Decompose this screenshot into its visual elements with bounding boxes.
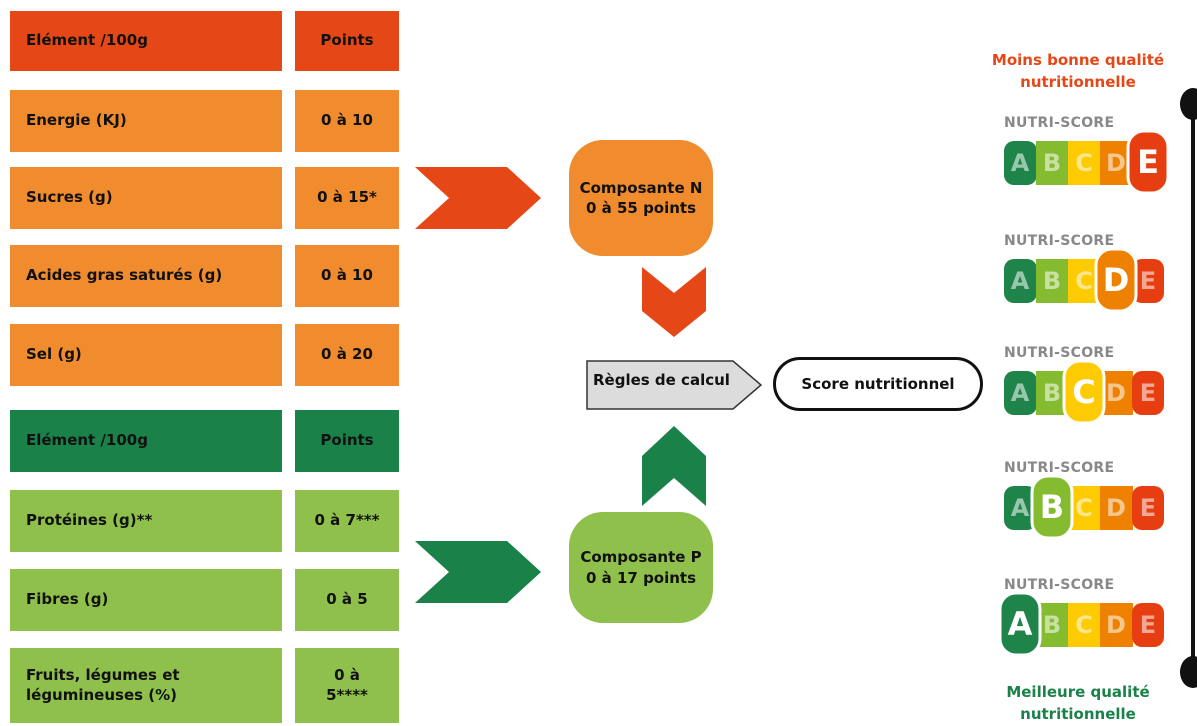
nutriscore-segment-a [1004,486,1037,530]
composante-p-points: 0 à 17 points [585,568,697,587]
regles-arrow-shape [586,360,763,410]
regles-de-calcul: Règles de calcul [593,371,730,389]
nutriscore-segment-d [1100,603,1133,647]
nutriscore-segment-e [1132,371,1164,415]
nutriscore-selected-letter: A [1008,605,1033,643]
row-proteines: Protéines (g)** [10,490,282,552]
nutriscore-title: NUTRI-SCORE [1004,577,1115,593]
row-fruits-legumes-points-line1: 0 à [334,666,360,684]
composante-n-box: Composante N 0 à 55 points [569,140,713,256]
row-sel: Sel (g) [10,324,282,386]
composante-p-box: Composante P 0 à 17 points [569,512,713,623]
nutriscore-letter-c: C [1075,611,1093,639]
nutriscore-segment-a [1004,259,1037,303]
nutriscore-title: NUTRI-SCORE [1004,345,1115,361]
nutriscore-letter-b: B [1043,611,1061,639]
scale-bar-top-cap [1180,88,1197,120]
row-fruits-legumes-line1: Fruits, légumes et [26,666,180,684]
nutriscore-segment-e [1132,603,1164,647]
negative-header-points: Points [295,11,399,71]
quality-top-line2: nutritionnelle [1020,72,1136,91]
score-nutritionnel: Score nutritionnel [773,357,983,411]
row-energie: Energie (KJ) [10,90,282,152]
nutriscore-letter-d: D [1106,379,1126,407]
row-fruits-legumes-line2: légumineuses (%) [26,685,178,704]
nutriscore-badge-e: ABCDEE [1004,129,1168,195]
nutriscore-letter-b: B [1043,267,1061,295]
nutriscore-letter-c: C [1075,267,1093,295]
row-energie-points: 0 à 10 [295,90,399,152]
nutriscore-selected-a [1000,591,1042,657]
nutriscore-segment-e [1132,486,1164,530]
positive-header-points: Points [295,410,399,472]
nutriscore-letter-e: E [1140,494,1156,522]
nutriscore-selected-letter: C [1072,373,1095,411]
scale-bar [1191,100,1195,685]
nutriscore-selected-e [1126,129,1168,195]
quality-top-line1: Moins bonne qualité [991,51,1165,69]
nutriscore-badge-c: ABCDEC [1004,359,1164,425]
arrow-up-icon [642,426,706,506]
nutriscore-letter-c: C [1075,494,1093,522]
nutriscore-letter-d: D [1106,611,1126,639]
nutriscore-letter-d: D [1106,494,1126,522]
nutriscore-letter-e: E [1140,611,1156,639]
nutriscore-letter-d: D [1106,149,1126,177]
nutriscore-letter-a: A [1011,379,1030,407]
nutriscore-letter-e: E [1140,379,1156,407]
nutriscore-letter-a: A [1011,494,1030,522]
row-sucres-points: 0 à 15* [295,167,399,229]
positive-header-element: Elément /100g [10,410,282,472]
nutriscore-selected-letter: D [1103,261,1130,299]
nutriscore-badge-a: ABCDEA [1000,591,1164,657]
nutriscore-badge-d: ABCDED [1004,247,1164,313]
nutriscore-badge-b: ABCDEB [1004,474,1164,540]
nutriscore-segment-e [1132,259,1164,303]
row-sel-points: 0 à 20 [295,324,399,386]
scale-bar-bottom-cap [1180,656,1197,688]
nutriscore-selected-d [1094,247,1138,313]
nutriscore-letter-b: B [1043,379,1061,407]
nutriscore-selected-b [1030,474,1074,540]
nutriscore-letter-a: A [1011,149,1030,177]
nutriscore-selected-letter: B [1040,488,1064,526]
row-fruits-legumes: Fruits, légumes et légumineuses (%) [10,648,282,723]
arrow-right-negative-icon [415,167,541,229]
nutriscore-segment-d [1100,486,1133,530]
negative-header-element: Elément /100g [10,11,282,71]
nutriscore-letter-e: E [1140,267,1156,295]
nutriscore-segment-c [1068,141,1101,185]
nutriscore-segment-b [1036,141,1069,185]
nutriscore-segment-b [1036,259,1069,303]
nutriscore-title: NUTRI-SCORE [1004,460,1115,476]
row-proteines-points: 0 à 7*** [295,490,399,552]
arrow-down-icon [642,267,706,337]
composante-n-points: 0 à 55 points [585,199,697,217]
nutriscore-letter-c: C [1075,149,1093,177]
row-acides-gras: Acides gras saturés (g) [10,245,282,307]
nutriscore-letter-a: A [1011,267,1030,295]
row-fruits-legumes-points: 0 à 5**** [295,648,399,723]
nutriscore-selected-c [1062,359,1106,425]
quality-bottom-line1: Meilleure qualité [1006,683,1150,701]
nutriscore-title: NUTRI-SCORE [1004,115,1115,131]
row-sucres: Sucres (g) [10,167,282,229]
nutriscore-selected-letter: E [1137,143,1159,181]
row-fibres-points: 0 à 5 [295,569,399,631]
arrow-right-positive-icon [415,541,541,603]
nutriscore-segment-a [1004,371,1037,415]
row-acides-gras-points: 0 à 10 [295,245,399,307]
quality-bottom-line2: nutritionnelle [1020,704,1136,723]
quality-bottom-label: Meilleure qualité nutritionnelle [983,682,1173,726]
quality-top-label: Moins bonne qualité nutritionnelle [983,50,1173,94]
nutriscore-title: NUTRI-SCORE [1004,233,1115,249]
composante-n-title: Composante N [579,178,703,197]
row-fibres: Fibres (g) [10,569,282,631]
composante-p-title: Composante P [580,548,702,567]
nutriscore-letter-b: B [1043,149,1061,177]
row-fruits-legumes-points-line2: 5**** [326,685,368,704]
nutriscore-segment-c [1068,603,1101,647]
nutriscore-segment-a [1004,141,1037,185]
